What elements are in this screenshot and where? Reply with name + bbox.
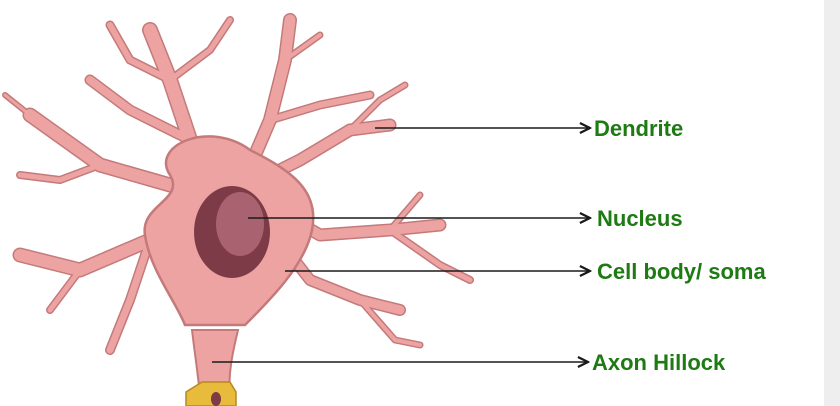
nucleus-label: Nucleus (597, 206, 683, 231)
axon-sheath (185, 381, 237, 406)
axon-hillock-label: Axon Hillock (592, 350, 726, 375)
nucleus-highlight (216, 192, 264, 256)
right-edge-bar (824, 0, 840, 406)
cell-body-label: Cell body/ soma (597, 259, 766, 284)
dendrite-label: Dendrite (594, 116, 684, 141)
axon-core (211, 392, 221, 406)
